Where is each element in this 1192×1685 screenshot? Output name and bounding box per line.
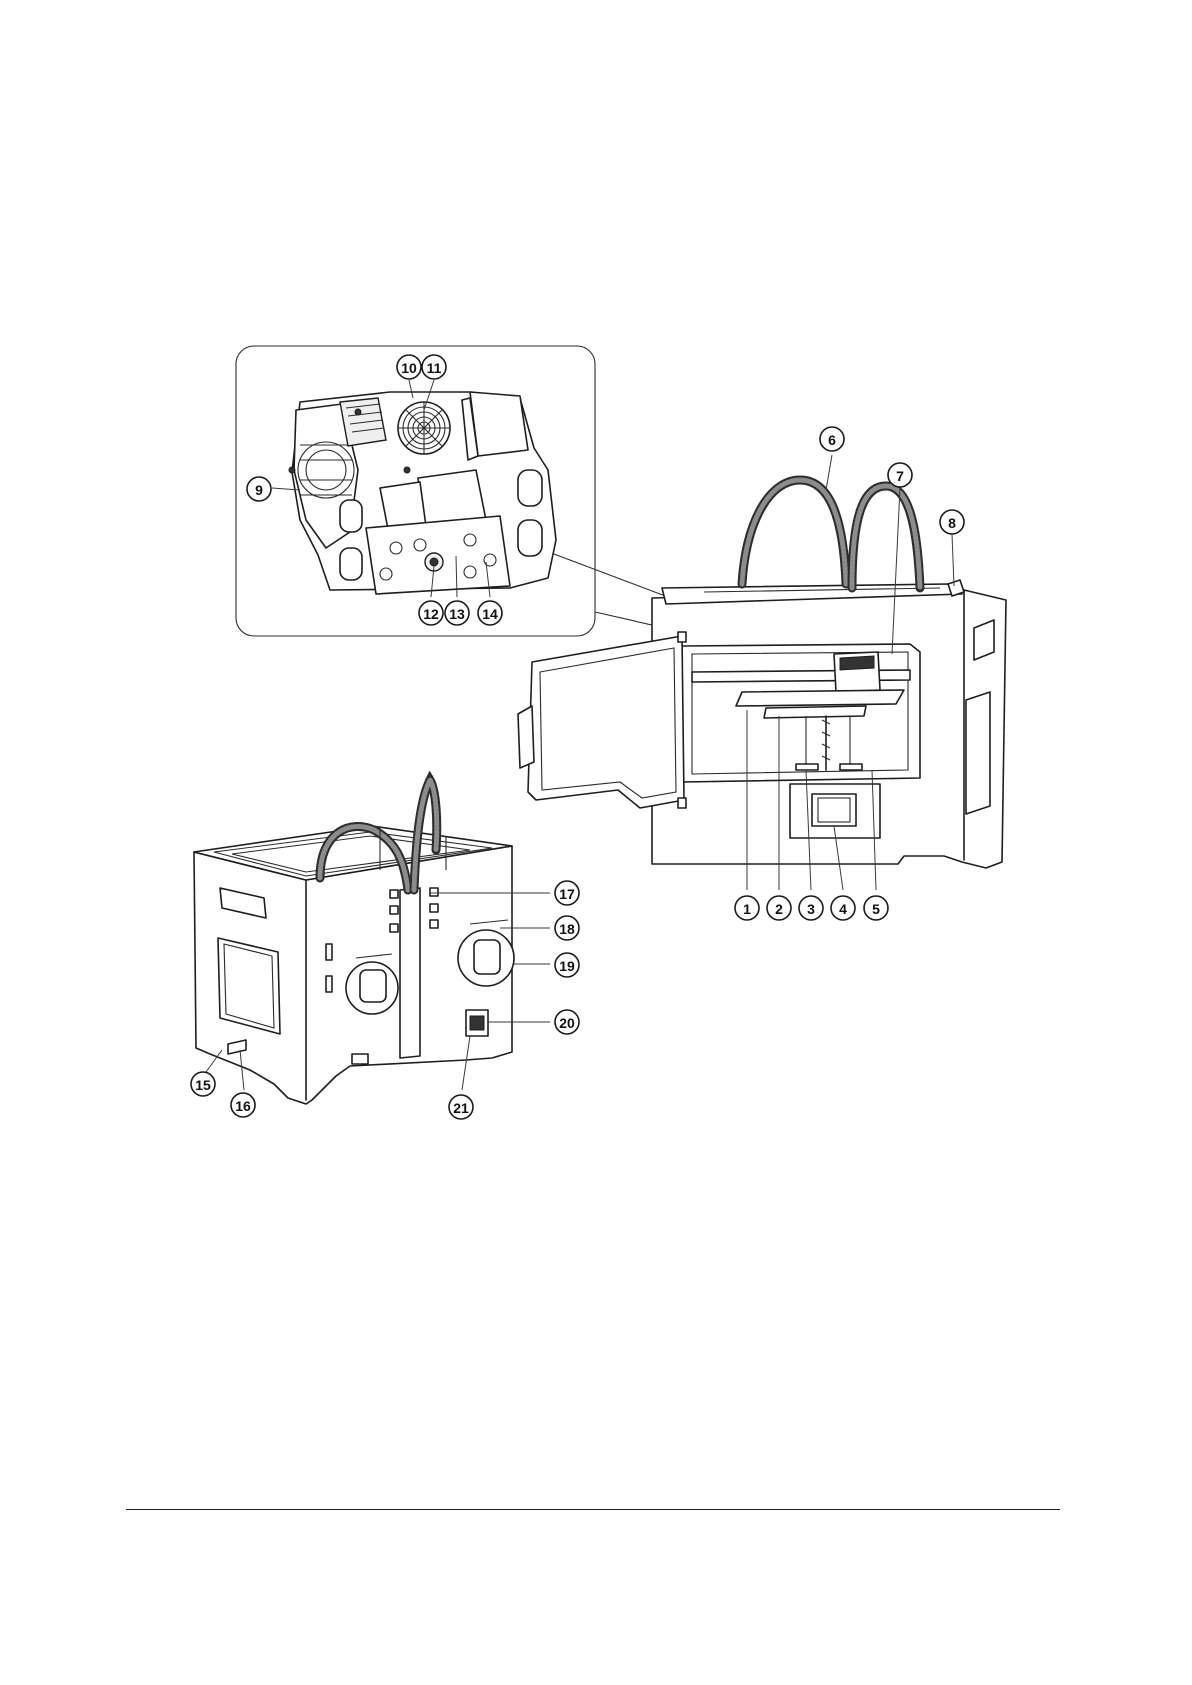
svg-text:13: 13 (449, 606, 465, 622)
svg-text:15: 15 (195, 1077, 211, 1093)
callout-3: 3 (799, 896, 823, 920)
callout-1: 1 (735, 896, 759, 920)
svg-text:6: 6 (828, 432, 836, 448)
callout-10: 10 (397, 355, 421, 379)
callout-11: 11 (422, 355, 446, 379)
callout-20: 20 (555, 1010, 579, 1034)
svg-text:8: 8 (948, 515, 956, 531)
svg-text:4: 4 (839, 901, 847, 917)
svg-text:1: 1 (743, 901, 751, 917)
svg-text:20: 20 (559, 1015, 575, 1031)
svg-text:11: 11 (427, 360, 442, 376)
callout-18: 18 (555, 916, 579, 940)
callout-5: 5 (864, 896, 888, 920)
callout-14: 14 (478, 601, 502, 625)
svg-text:5: 5 (872, 901, 880, 917)
printer-front-view (518, 480, 1006, 868)
svg-text:17: 17 (559, 886, 575, 902)
callout-16: 16 (231, 1093, 255, 1117)
svg-text:2: 2 (775, 901, 783, 917)
callout-12: 12 (419, 601, 443, 625)
callout-17: 17 (555, 881, 579, 905)
callout-6: 6 (820, 427, 844, 451)
svg-text:18: 18 (559, 921, 575, 937)
callout-21: 21 (449, 1095, 473, 1119)
callout-15: 15 (191, 1072, 215, 1096)
svg-text:14: 14 (482, 606, 498, 622)
svg-text:9: 9 (255, 482, 263, 498)
svg-text:16: 16 (235, 1098, 251, 1114)
callout-9: 9 (247, 477, 271, 501)
callout-2: 2 (767, 896, 791, 920)
callout-4: 4 (831, 896, 855, 920)
printer-rear-view (194, 780, 514, 1104)
callout-7: 7 (888, 463, 912, 487)
svg-text:19: 19 (559, 958, 575, 974)
callout-8: 8 (940, 510, 964, 534)
svg-text:21: 21 (453, 1100, 469, 1116)
footer-divider (126, 1509, 1060, 1510)
callout-19: 19 (555, 953, 579, 977)
svg-text:10: 10 (401, 360, 417, 376)
svg-text:3: 3 (807, 901, 815, 917)
svg-text:12: 12 (423, 606, 439, 622)
svg-text:7: 7 (896, 468, 904, 484)
callout-13: 13 (445, 601, 469, 625)
